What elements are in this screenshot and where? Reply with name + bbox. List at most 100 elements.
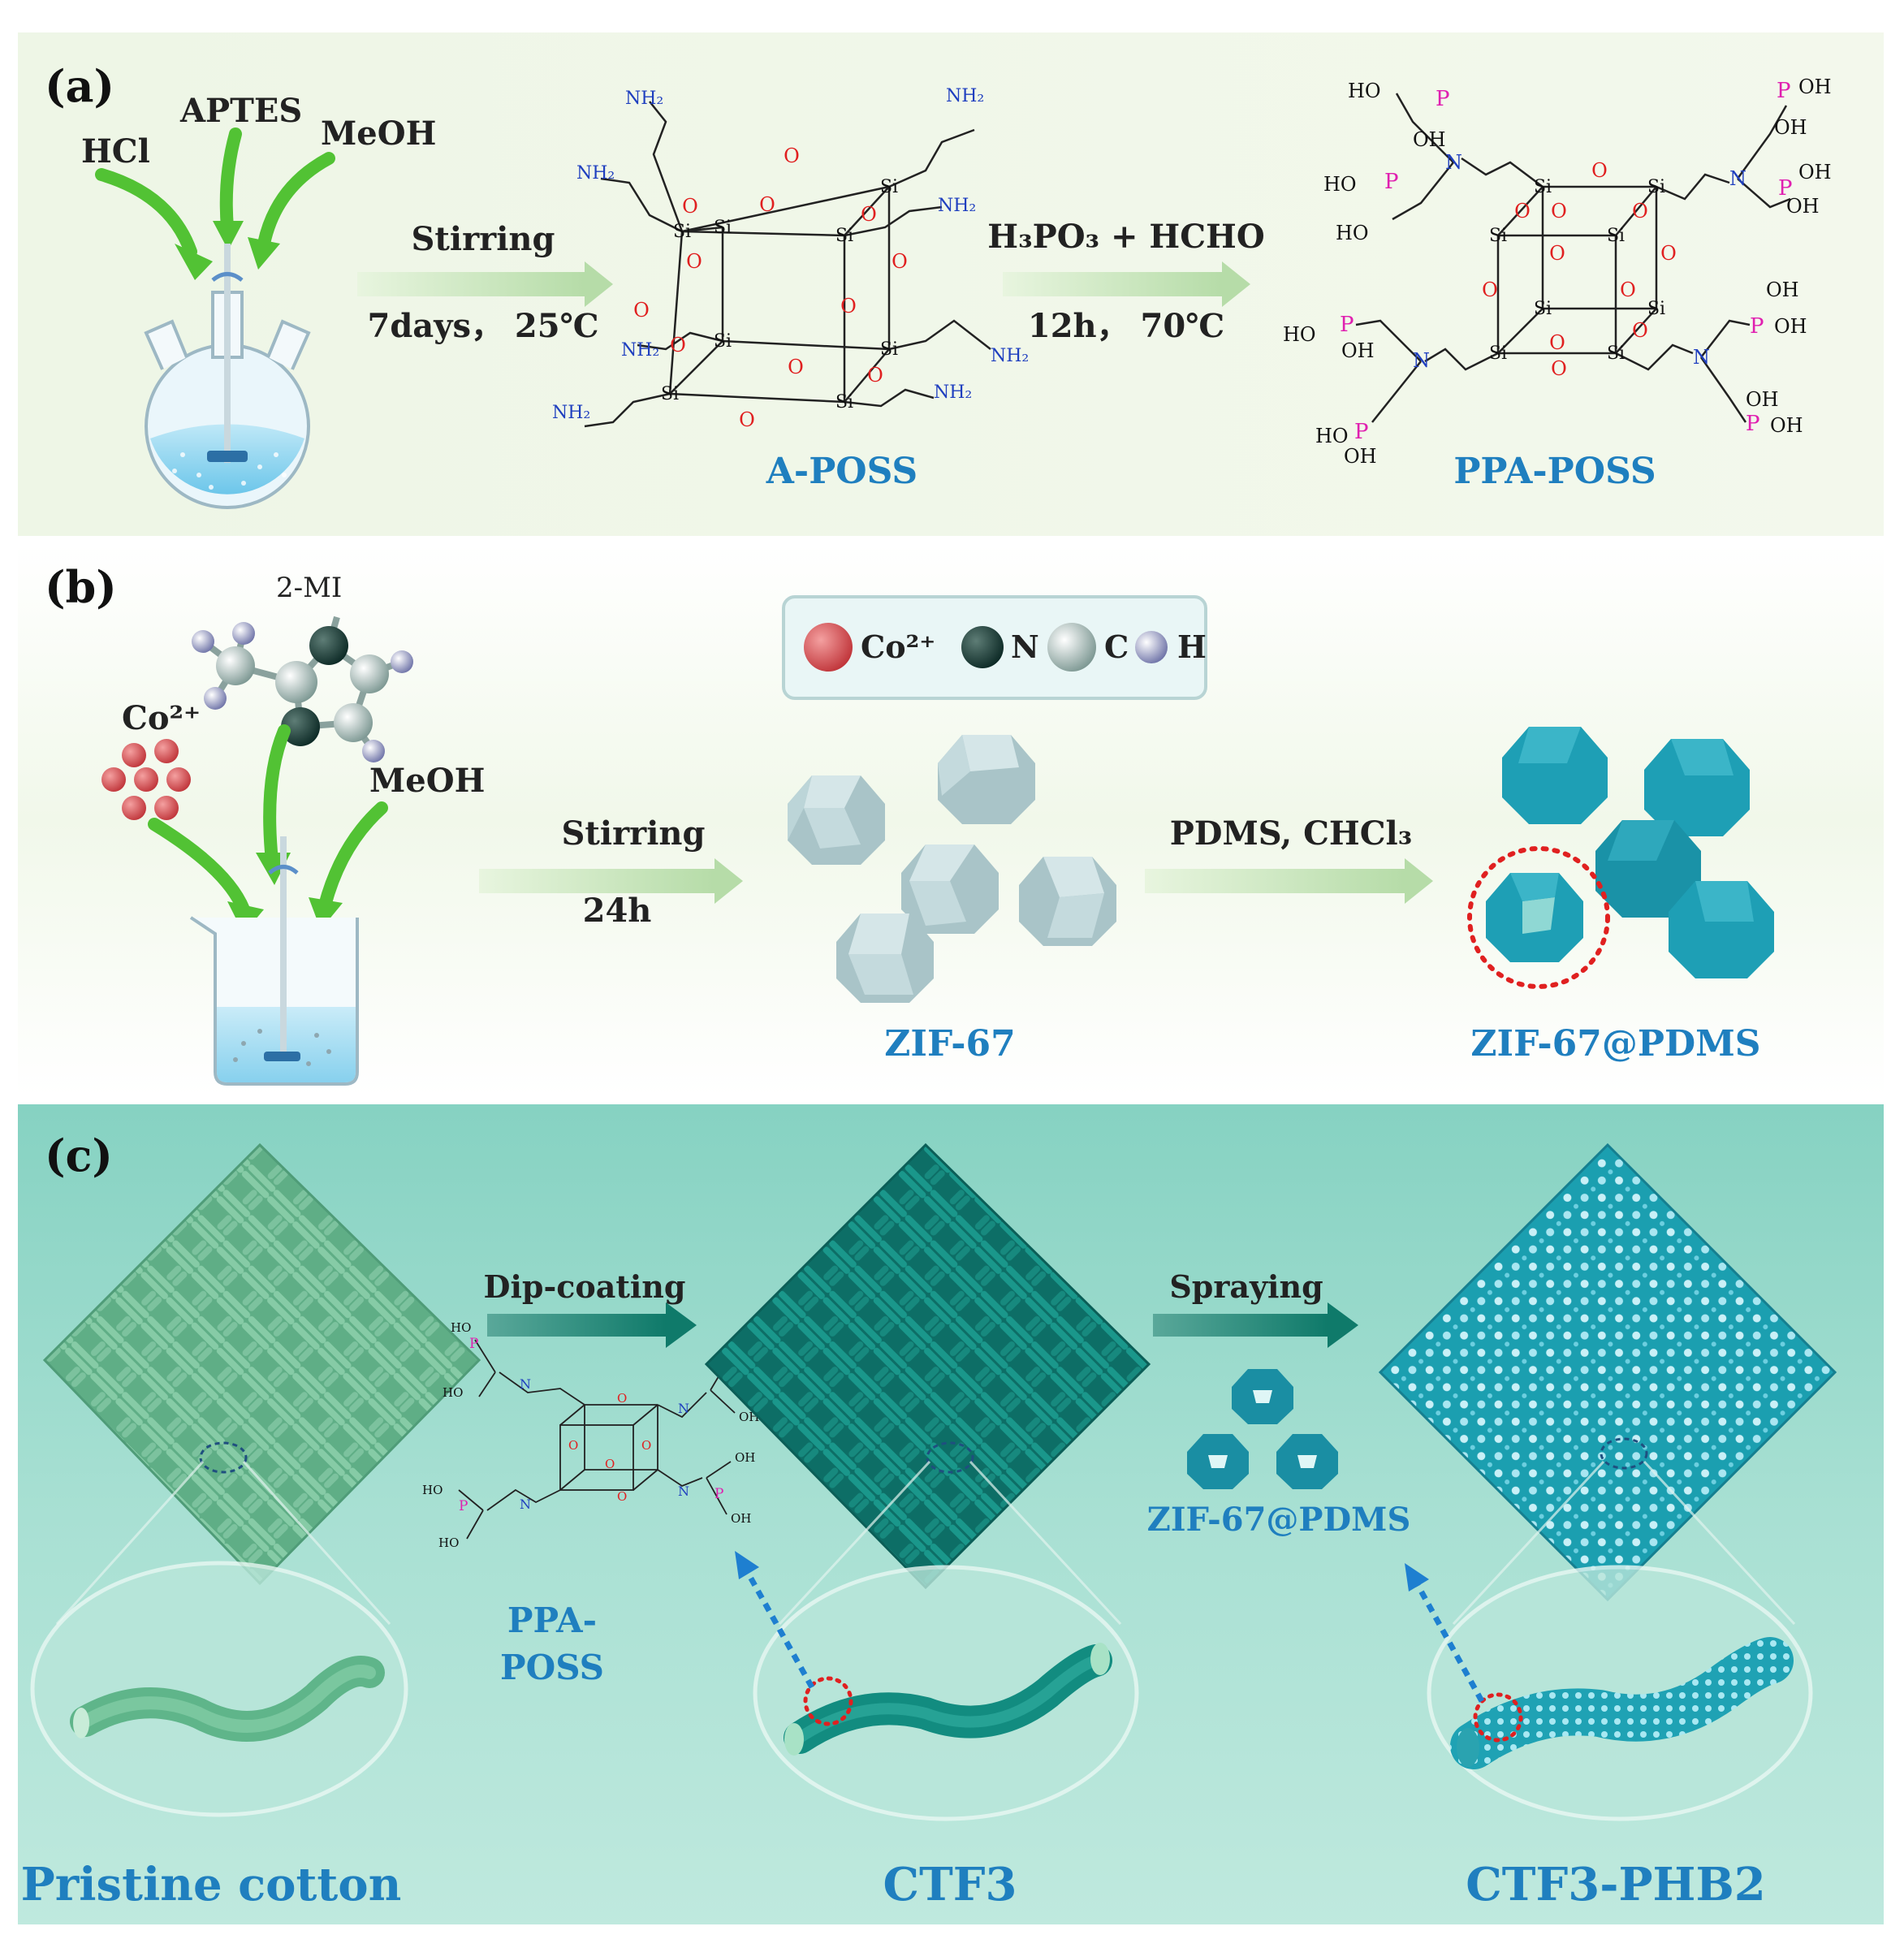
solvent-label: MeOH xyxy=(369,762,485,800)
arrowhead-icon xyxy=(1405,1563,1429,1592)
o-atom: O xyxy=(759,193,775,216)
arrowhead-icon xyxy=(309,897,343,930)
si-atom: Si xyxy=(880,339,898,360)
o-atom: O xyxy=(1551,357,1567,380)
hydroxyl-group: OH xyxy=(1798,76,1832,98)
hydroxyl-group: OH xyxy=(1413,128,1446,151)
zif-67-pdms-crystal-icon xyxy=(1595,820,1701,918)
step-dip-coating-label: Dip-coating xyxy=(483,1268,685,1305)
step-a2-condition-top: H₃PO₃ + HCHO xyxy=(987,218,1264,256)
n-atom: N xyxy=(1445,151,1462,174)
si-atom: Si xyxy=(1607,226,1625,246)
o-atom: O xyxy=(1660,242,1677,265)
hydroxyl-group: OH xyxy=(1774,315,1807,338)
si-atom: Si xyxy=(661,384,679,404)
amine-group: NH₂ xyxy=(991,346,1029,366)
fabric-label-ctf3: CTF3 xyxy=(883,1858,1017,1911)
cobalt-ion-cluster-icon xyxy=(101,739,191,820)
p-atom: P xyxy=(459,1498,468,1514)
o-atom: O xyxy=(605,1457,615,1471)
reagent-arrowheads xyxy=(175,221,280,280)
step-a2-condition-bottom: 12h， 70℃ xyxy=(1028,307,1224,345)
p-atom: P xyxy=(1777,79,1791,103)
zif-67-pdms-crystal-icon xyxy=(1502,727,1608,824)
dip-coating-arrow xyxy=(487,1302,697,1348)
o-atom: O xyxy=(1482,279,1498,301)
spraying-arrow xyxy=(1153,1302,1358,1348)
o-atom: O xyxy=(892,250,908,273)
arrowhead-icon xyxy=(213,221,244,250)
o-atom: O xyxy=(568,1438,578,1453)
hydroxyl-group: OH xyxy=(731,1511,751,1526)
o-atom: O xyxy=(788,356,804,378)
si-atom: Si xyxy=(880,177,898,197)
si-atom: Si xyxy=(1489,343,1507,364)
product-ppa-poss-label: PPA-POSS xyxy=(1453,451,1656,492)
o-atom: O xyxy=(1514,200,1531,222)
o-atom: O xyxy=(1549,242,1565,265)
o-atom: O xyxy=(682,195,698,218)
o-atom: O xyxy=(1591,159,1608,182)
legend-n-swatch xyxy=(961,626,1004,668)
hydroxyl-group: OH xyxy=(1798,161,1832,184)
si-atom: Si xyxy=(1647,177,1665,197)
o-atom: O xyxy=(617,1489,627,1504)
o-atom: O xyxy=(784,145,800,167)
reagent-arrows xyxy=(95,127,335,258)
product-zif-67-label: ZIF-67 xyxy=(884,1023,1015,1065)
hydroxyl-group: HO xyxy=(1323,173,1357,196)
zif-67-crystal-icon xyxy=(938,735,1035,824)
beaker-icon xyxy=(189,836,359,1086)
step-a1-condition-bottom: 7days， 25℃ xyxy=(368,307,599,345)
hydroxyl-group: HO xyxy=(438,1535,459,1550)
reaction-arrow-b1 xyxy=(479,858,743,904)
hydroxyl-group: OH xyxy=(1341,339,1375,362)
p-atom: P xyxy=(469,1336,478,1352)
zif-67-pdms-crystals xyxy=(1467,727,1774,989)
si-atom: Si xyxy=(714,218,732,238)
arrowhead-icon xyxy=(735,1551,759,1579)
panel-c-label: (c) xyxy=(45,1129,113,1181)
zif-67-crystal-icon xyxy=(836,914,934,1003)
hydroxyl-group: OH xyxy=(1344,445,1377,468)
arrowhead-icon xyxy=(585,261,613,307)
amine-group: NH₂ xyxy=(576,163,615,184)
p-atom: P xyxy=(1436,87,1450,111)
p-atom: P xyxy=(1384,170,1399,194)
o-atom: O xyxy=(633,299,650,322)
zif-67-pdms-crystal-icon xyxy=(1669,881,1774,978)
arrow-hcl xyxy=(95,168,197,258)
o-atom: O xyxy=(1549,331,1565,354)
a-poss-structure: Si Si Si Si Si Si Si Si O O O O O O O O … xyxy=(552,86,1029,431)
arrowhead-icon xyxy=(1222,261,1250,307)
amine-group: NH₂ xyxy=(621,340,659,361)
three-neck-flask-icon xyxy=(144,244,311,509)
o-atom: O xyxy=(861,203,877,226)
reagent-hcl: HCl xyxy=(81,132,150,171)
hydroxyl-group: HO xyxy=(451,1320,471,1335)
product-zif-67-pdms-label: ZIF-67@PDMS xyxy=(1470,1023,1760,1065)
reaction-arrow-a2 xyxy=(1003,261,1250,307)
arrowhead-icon xyxy=(715,858,743,904)
step-b1-condition-bottom: 24h xyxy=(583,892,652,930)
n-atom: N xyxy=(678,1401,689,1416)
hydroxyl-group: OH xyxy=(1774,116,1807,139)
reaction-arrow-b2 xyxy=(1145,858,1433,904)
panel-c: (c) Pristine cotton Dip-coating xyxy=(18,1104,1884,1924)
o-atom: O xyxy=(739,408,755,431)
o-atom: O xyxy=(1632,319,1648,342)
product-a-poss-label: A-POSS xyxy=(766,451,917,492)
o-atom: O xyxy=(1551,200,1567,222)
particle-label: ZIF-67@PDMS xyxy=(1147,1501,1411,1539)
si-atom: Si xyxy=(1534,177,1552,197)
hydroxyl-group: OH xyxy=(1766,279,1799,301)
pristine-cotton-fabric xyxy=(30,1142,481,1817)
p-atom: P xyxy=(1778,176,1793,201)
si-atom: Si xyxy=(1489,226,1507,246)
arrow-co xyxy=(148,818,250,916)
step-spraying-label: Spraying xyxy=(1169,1268,1323,1305)
reagent-aptes: APTES xyxy=(179,92,302,130)
reaction-arrow-a1 xyxy=(357,261,613,307)
si-atom: Si xyxy=(1607,343,1625,364)
n-atom: N xyxy=(520,1497,531,1512)
